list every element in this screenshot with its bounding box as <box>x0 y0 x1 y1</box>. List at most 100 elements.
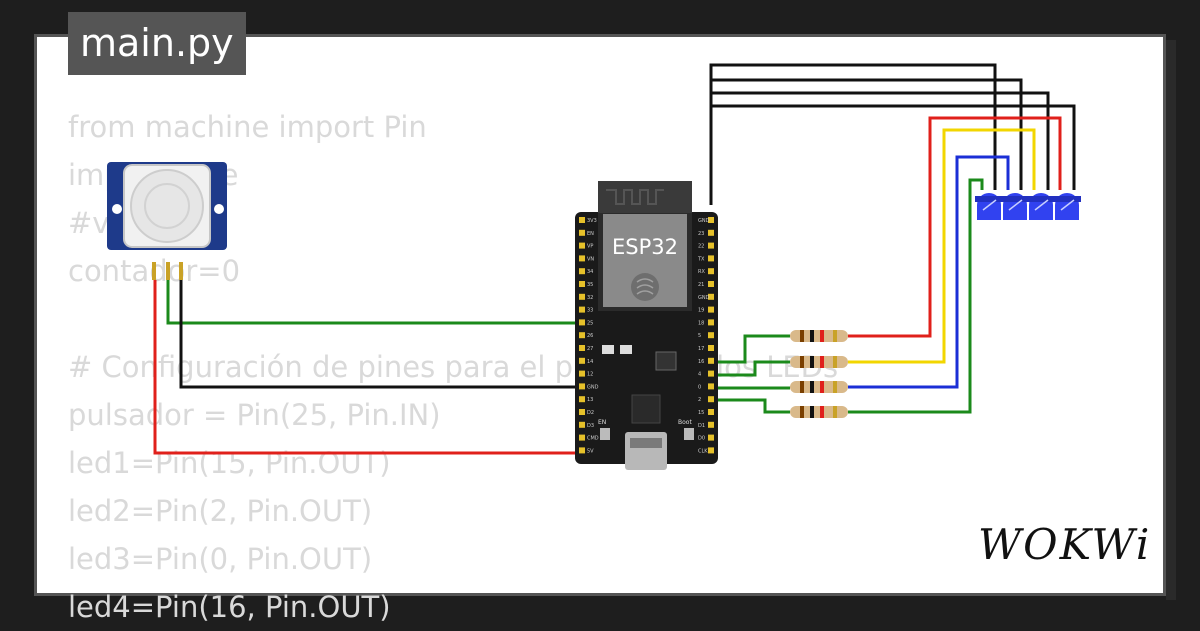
pin-header-left: 3V3ENVPVN343532332526271412GND13D2D3CMD5… <box>579 217 599 454</box>
en-label: EN <box>598 419 606 426</box>
board-pin[interactable] <box>579 268 585 275</box>
wire-black-pir-gnd[interactable] <box>179 280 585 389</box>
board-pin[interactable] <box>708 396 714 403</box>
board-pin-label: 14 <box>587 359 593 365</box>
board-pin-label: 12 <box>587 372 593 378</box>
resistor-1 <box>790 330 848 342</box>
boot-label: Boot <box>678 419 692 426</box>
code-line: led4=Pin(16, Pin.OUT) <box>68 590 391 624</box>
board-pin[interactable] <box>708 383 714 390</box>
pir-pin-d: D <box>164 252 172 263</box>
resistor-group[interactable] <box>790 330 848 418</box>
board-pin[interactable] <box>579 229 585 236</box>
board-pin-label: EN <box>587 231 594 237</box>
board-pin[interactable] <box>708 357 714 364</box>
led-2 <box>1001 193 1029 220</box>
code-line: pulsador = Pin(25, Pin.IN) <box>68 398 441 432</box>
board-pin[interactable] <box>579 396 585 403</box>
board-pin[interactable] <box>579 345 585 351</box>
board-pin[interactable] <box>708 229 714 236</box>
board-pin-label: GND <box>587 384 599 390</box>
led-3 <box>1027 193 1055 220</box>
board-pin[interactable] <box>708 293 714 300</box>
board-pin-label: 33 <box>587 308 593 314</box>
code-line: led3=Pin(0, Pin.OUT) <box>68 542 373 576</box>
board-pin-label: 13 <box>587 397 593 403</box>
board-pin-label: D3 <box>587 423 594 429</box>
board-pin[interactable] <box>579 332 585 339</box>
board-pin[interactable] <box>708 217 714 223</box>
board-pin[interactable] <box>708 370 714 377</box>
board-pin[interactable] <box>579 217 585 223</box>
board-pin[interactable] <box>708 421 714 428</box>
board-pin[interactable] <box>579 421 585 428</box>
board-pin-label: 21 <box>698 282 704 288</box>
board-pin-label: 2 <box>698 397 701 403</box>
wire-yellow-led[interactable] <box>848 128 1036 364</box>
board-pin-label: CMD <box>587 436 599 442</box>
board-pin[interactable] <box>579 255 585 262</box>
wire-green-led[interactable] <box>848 178 984 414</box>
wire-green-resistor[interactable] <box>709 334 790 414</box>
board-pin[interactable] <box>579 293 585 300</box>
board-pin-label: 4 <box>698 372 701 378</box>
wire-green-pir-signal[interactable] <box>166 280 585 325</box>
board-pin-label: 15 <box>698 410 704 416</box>
board-pin-label: 27 <box>587 346 593 352</box>
board-pin[interactable] <box>708 447 714 454</box>
board-pin[interactable] <box>708 434 714 441</box>
led-group[interactable] <box>975 193 1081 220</box>
board-pin[interactable] <box>708 242 714 249</box>
board-pin[interactable] <box>579 434 585 441</box>
file-tab[interactable]: main.py <box>68 12 246 75</box>
board-pin[interactable] <box>579 447 585 454</box>
board-pin-label: TX <box>697 256 705 262</box>
board-pin-label: 34 <box>587 269 593 275</box>
board-pin-label: GND <box>698 218 710 224</box>
board-pin[interactable] <box>579 319 585 326</box>
board-pin[interactable] <box>579 281 585 287</box>
wire-red-pir-vcc[interactable] <box>153 280 585 455</box>
esp32-board[interactable]: ESP32 EN Boot 3V3ENVPVN34353233252627141… <box>575 181 718 470</box>
board-pin-label: 3V3 <box>587 218 597 224</box>
board-pin[interactable] <box>579 357 585 364</box>
board-pin[interactable] <box>708 319 714 326</box>
board-pin[interactable] <box>708 306 714 313</box>
board-pin-label: 18 <box>698 320 704 326</box>
led-4 <box>1053 193 1081 220</box>
board-pin-label: 5 <box>698 333 701 339</box>
board-pin[interactable] <box>708 255 714 262</box>
board-pin-label: 5V <box>587 448 594 454</box>
wire-black-led-gnd[interactable] <box>709 63 1076 205</box>
wokwi-logo: WOKWi <box>978 520 1152 569</box>
resistor-2 <box>790 356 848 368</box>
board-pin[interactable] <box>579 242 585 249</box>
board-pin[interactable] <box>708 345 714 351</box>
wire-red-led[interactable] <box>848 116 1062 338</box>
board-pin-label: D1 <box>698 423 705 429</box>
pir-sensor[interactable]: + D − <box>107 162 227 280</box>
board-pin-label: VN <box>587 256 594 262</box>
board-pin-label: 23 <box>698 231 704 237</box>
board-pin[interactable] <box>708 332 714 339</box>
board-pin-label: 25 <box>587 320 593 326</box>
board-pin-label: 26 <box>587 333 593 339</box>
esp32-label: ESP32 <box>612 235 678 259</box>
board-pin[interactable] <box>708 268 714 275</box>
code-line: #v <box>68 206 110 240</box>
code-line: led2=Pin(2, Pin.OUT) <box>68 494 373 528</box>
board-pin-label: 35 <box>587 282 593 288</box>
board-pin[interactable] <box>708 281 714 287</box>
board-pin[interactable] <box>579 370 585 377</box>
resistor-4 <box>790 406 848 418</box>
board-pin[interactable] <box>579 409 585 415</box>
board-pin[interactable] <box>579 306 585 313</box>
board-pin-label: D0 <box>698 436 705 442</box>
board-pin-label: D2 <box>587 410 594 416</box>
board-pin-label: VP <box>587 244 593 250</box>
wire-blue-led[interactable] <box>848 155 1010 389</box>
board-pin[interactable] <box>708 409 714 415</box>
led-1 <box>975 193 1003 220</box>
board-pin[interactable] <box>579 383 585 390</box>
